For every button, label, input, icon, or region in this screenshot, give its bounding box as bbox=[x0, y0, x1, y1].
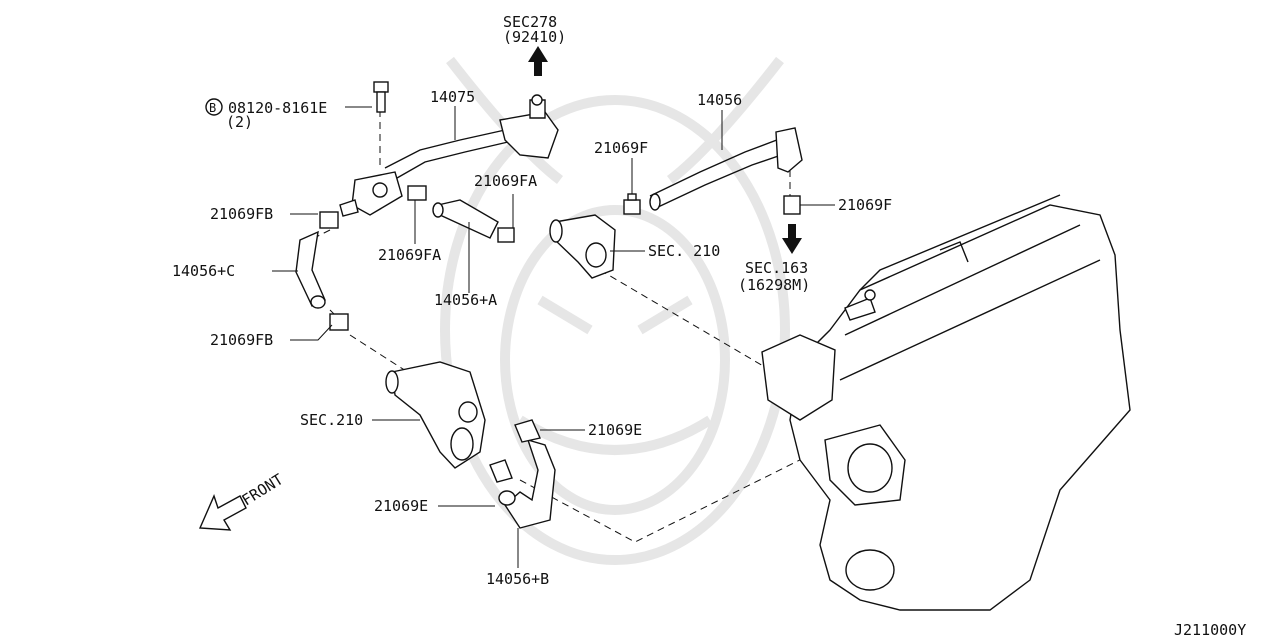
leader-lines bbox=[272, 106, 835, 568]
thermostat-housing bbox=[385, 361, 486, 469]
pipe-14075 bbox=[339, 94, 559, 217]
hose-14056a bbox=[432, 199, 499, 239]
label-sec210-top: SEC. 210 bbox=[648, 242, 720, 260]
arrow-down-icon bbox=[782, 224, 802, 254]
clamp-21069fb-top bbox=[319, 211, 339, 229]
diagram-id: J211000Y bbox=[1174, 621, 1246, 639]
label-14056c: 14056+C bbox=[172, 262, 235, 280]
clamp-21069f-top bbox=[623, 193, 641, 215]
clamp-21069fa-low bbox=[407, 185, 427, 201]
bolt-marker-letter: B bbox=[209, 101, 216, 115]
label-14056: 14056 bbox=[697, 91, 742, 109]
label-sec163: SEC.163 bbox=[745, 259, 808, 277]
label-14075: 14075 bbox=[430, 88, 475, 106]
watermark-emblem bbox=[440, 56, 790, 565]
label-21069f-right: 21069F bbox=[838, 196, 892, 214]
label-21069e-right: 21069E bbox=[588, 421, 642, 439]
label-sec163-sub: (16298M) bbox=[738, 276, 810, 294]
hose-14056 bbox=[649, 127, 803, 211]
clamp-21069f-right bbox=[783, 195, 801, 215]
front-arrow-icon bbox=[198, 494, 247, 531]
label-21069f-top: 21069F bbox=[594, 139, 648, 157]
clamp-21069fa-top bbox=[497, 227, 515, 243]
label-21069fb-low: 21069FB bbox=[210, 331, 273, 349]
water-outlet bbox=[549, 214, 616, 279]
label-21069fa-low: 21069FA bbox=[378, 246, 441, 264]
label-bolt-qty: (2) bbox=[226, 113, 253, 131]
hose-14056c bbox=[295, 230, 326, 309]
label-21069e-low: 21069E bbox=[374, 497, 428, 515]
clamp-21069fb-low bbox=[329, 313, 349, 331]
label-sec278-sub: (92410) bbox=[503, 28, 566, 46]
label-bolt-code: 08120-8161E bbox=[228, 99, 327, 117]
bolt-marker-icon bbox=[205, 98, 223, 116]
bolt bbox=[373, 81, 389, 113]
hose-14056b bbox=[489, 419, 556, 529]
label-front: FRONT bbox=[239, 470, 287, 509]
arrow-up-icon bbox=[528, 46, 548, 76]
engine-block bbox=[761, 194, 1131, 611]
label-21069fb-top: 21069FB bbox=[210, 205, 273, 223]
label-14056b: 14056+B bbox=[486, 570, 549, 588]
label-sec210-low: SEC.210 bbox=[300, 411, 363, 429]
label-21069fa-top: 21069FA bbox=[474, 172, 537, 190]
label-14056a: 14056+A bbox=[434, 291, 497, 309]
label-sec278: SEC278 bbox=[503, 13, 557, 31]
